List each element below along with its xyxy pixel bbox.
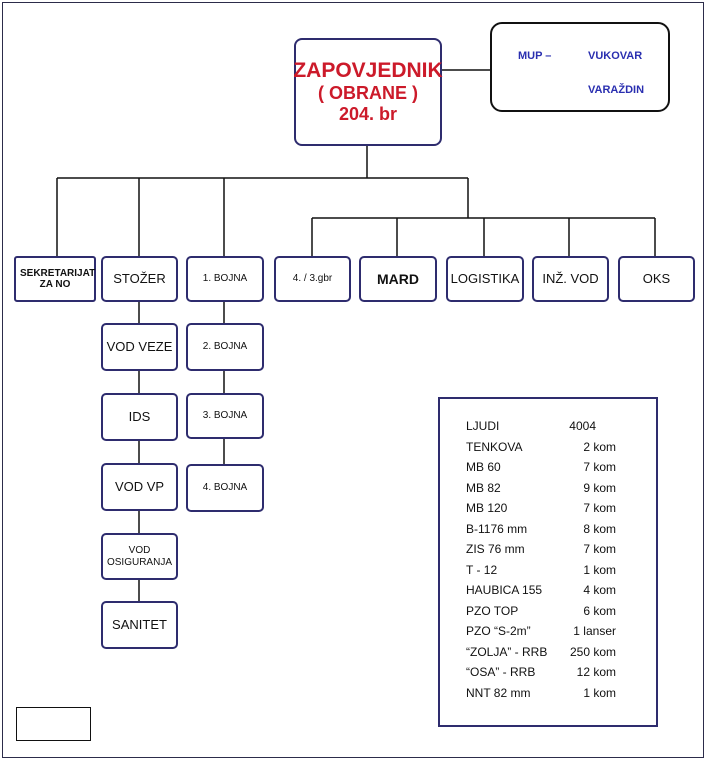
unit-mard-label: MARD	[377, 270, 419, 287]
resource-row: PZO “S-2m” 1 lanser	[466, 624, 656, 642]
bojna-4: 4. BOJNA	[186, 464, 264, 512]
unit-gbr-label: 4. / 3.gbr	[292, 273, 333, 285]
stozer-sub-vod-veze: VOD VEZE	[101, 323, 178, 371]
stozer-sub-label: VOD VEZE	[106, 338, 173, 354]
mup-city-vukovar: VUKOVAR	[588, 50, 643, 62]
unit-stozer-label: STOŽER	[113, 270, 166, 286]
mup-city-varazdin: VARAŽDIN	[588, 84, 645, 96]
resource-value: 7 kom	[583, 460, 616, 474]
resource-value: 7 kom	[583, 542, 616, 556]
commander-title: ZAPOVJEDNIK	[293, 59, 443, 83]
stozer-sub-vod-osiguranja: VOD OSIGURANJA	[101, 533, 178, 580]
resource-name: “ZOLJA” - RRB	[466, 644, 548, 659]
unit-mard: MARD	[359, 256, 437, 302]
stozer-sub-label: IDS	[128, 408, 151, 424]
unit-logistika-label: LOGISTIKA	[450, 270, 520, 286]
resource-row: HAUBICA 155 4 kom	[466, 583, 656, 601]
bojna-2: 2. BOJNA	[186, 323, 264, 371]
resource-row: MB 120 7 kom	[466, 501, 656, 519]
mup-box: MUP – VUKOVAR VARAŽDIN	[490, 22, 670, 112]
resource-value: 7 kom	[583, 501, 616, 515]
resource-name: “OSA” - RRB	[466, 665, 536, 679]
bojna-3: 3. BOJNA	[186, 393, 264, 439]
resource-value: 1 kom	[583, 685, 616, 700]
unit-gbr: 4. / 3.gbr	[274, 256, 351, 302]
resource-value: 6 kom	[583, 603, 616, 618]
stozer-sub-sanitet: SANITET	[101, 601, 178, 649]
resource-name: PZO “S-2m”	[466, 624, 531, 638]
unit-oks: OKS	[618, 256, 695, 302]
resource-row: LJUDI 4004	[466, 419, 656, 437]
commander-number: 204. br	[338, 104, 398, 125]
resource-row: “ZOLJA” - RRB 250 kom	[466, 645, 656, 663]
resource-row: ZIS 76 mm 7 kom	[466, 542, 656, 560]
resource-name: PZO TOP	[466, 603, 519, 618]
bojna-label: 4. BOJNA	[202, 482, 248, 494]
stozer-sub-vod-vp: VOD VP	[101, 463, 178, 511]
unit-inz-vod: INŽ. VOD	[532, 256, 609, 302]
mup-label: MUP –	[518, 50, 552, 62]
resource-value: 12 kom	[576, 665, 616, 679]
resource-name: ZIS 76 mm	[466, 542, 525, 556]
commander-subtitle: ( OBRANE )	[318, 83, 418, 104]
unit-sekretarijat: SEKRETARIJAT ZA NO	[14, 256, 96, 302]
resource-row: “OSA” - RRB 12 kom	[466, 665, 656, 683]
resource-row: PZO TOP 6 kom	[466, 604, 656, 622]
resource-row: MB 60 7 kom	[466, 460, 656, 478]
unit-inz-vod-label: INŽ. VOD	[542, 270, 599, 286]
resource-value: 4004	[569, 419, 596, 433]
resource-name: B-1176 mm	[466, 521, 528, 536]
resource-value: 250 kom	[569, 644, 616, 659]
resource-row: B-1176 mm 8 kom	[466, 522, 656, 540]
unit-oks-label: OKS	[642, 270, 671, 286]
unit-logistika: LOGISTIKA	[446, 256, 524, 302]
resource-row: T - 12 1 kom	[466, 563, 656, 581]
resource-row: NNT 82 mm 1 kom	[466, 686, 656, 704]
unit-bojna-1: 1. BOJNA	[186, 256, 264, 302]
bojna-label: 2. BOJNA	[202, 341, 248, 353]
resource-name: MB 60	[466, 460, 501, 474]
unit-sekretarijat-label: SEKRETARIJAT ZA NO	[20, 267, 96, 291]
resource-value: 1 kom	[583, 562, 616, 577]
resource-name: HAUBICA 155	[466, 583, 543, 597]
resource-name: MB 120	[466, 501, 508, 515]
commander-box: ZAPOVJEDNIK ( OBRANE ) 204. br	[293, 38, 443, 146]
unit-stozer: STOŽER	[101, 256, 178, 302]
resource-name: T - 12	[466, 562, 498, 577]
stozer-sub-label: VOD VP	[114, 478, 165, 494]
resource-value: 1 lanser	[573, 624, 616, 638]
resource-value: 8 kom	[583, 521, 616, 536]
stozer-sub-label: VOD OSIGURANJA	[106, 545, 172, 568]
bojna-label: 3. BOJNA	[202, 410, 248, 422]
resource-name: MB 82	[466, 480, 501, 495]
unit-bojna-1-label: 1. BOJNA	[202, 273, 248, 285]
resource-name: TENKOVA	[466, 439, 523, 454]
resource-name: NNT 82 mm	[466, 685, 531, 700]
resource-row: TENKOVA 2 kom	[466, 440, 656, 458]
resource-value: 9 kom	[583, 480, 616, 495]
resource-value: 2 kom	[583, 439, 616, 454]
resource-name: LJUDI	[466, 419, 500, 433]
stozer-sub-ids: IDS	[101, 393, 178, 441]
resource-row: MB 82 9 kom	[466, 481, 656, 499]
stozer-sub-label: SANITET	[112, 616, 167, 632]
blank-box	[16, 707, 91, 741]
resource-value: 4 kom	[583, 583, 616, 597]
